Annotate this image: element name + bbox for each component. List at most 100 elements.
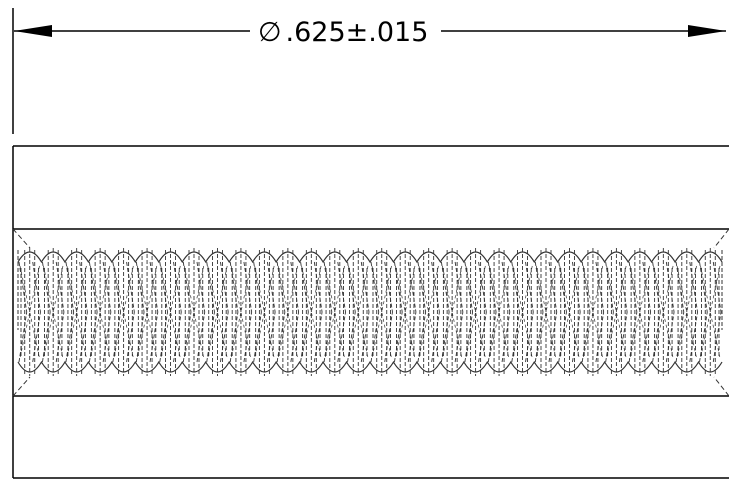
thread-flank-line [360, 261, 370, 313]
thread-diagonal [66, 265, 87, 359]
thread-flank-line [347, 261, 356, 313]
thread-flank-line [300, 261, 309, 313]
thread-flank-line [182, 261, 192, 313]
thread-flank-line [229, 261, 239, 313]
thread-flank-line [417, 311, 427, 363]
thread-flank-line [534, 261, 544, 313]
thread-diagonal [606, 265, 627, 359]
thread-flank-line [79, 261, 88, 313]
thread-flank-line [618, 311, 628, 363]
thread-diagonal [230, 265, 252, 359]
thread-flank-line [18, 311, 28, 363]
thread-flank-line [665, 311, 675, 363]
thread-diagonal [442, 265, 463, 359]
thread-flank-line [323, 261, 333, 313]
thread-flank-line [300, 311, 309, 363]
thread-flank-line [699, 311, 708, 363]
thread-flank-line [149, 261, 159, 313]
thread-diagonal [324, 265, 345, 359]
thread-flank-line [665, 261, 675, 313]
thread-diagonal [160, 265, 181, 359]
thread-flank-line [112, 261, 122, 313]
thread-flank-line [394, 261, 403, 313]
thread-flank-line [572, 261, 581, 313]
thread-flank-line [370, 261, 380, 313]
thread-diagonal [230, 265, 252, 359]
thread-diagonal [19, 265, 40, 359]
thread-flank-line [558, 261, 567, 313]
thread-diagonal [277, 265, 298, 359]
thread-flank-line [65, 261, 75, 313]
thread-flank-line [407, 311, 417, 363]
thread-flank-line [675, 311, 685, 363]
thread-flank-line [337, 261, 346, 313]
thread-diagonal [207, 265, 228, 359]
thread-flank-line [628, 311, 638, 363]
thread-hatching [17, 248, 723, 376]
thread-flank-line [253, 311, 262, 363]
dimension-value: .625±.015 [286, 17, 429, 48]
thread-crest-bottom [17, 360, 723, 373]
thread-diagonal [395, 265, 416, 359]
thread-flank-line [548, 261, 558, 313]
thread-flank-line [440, 311, 450, 363]
thread-flank-line [525, 261, 534, 313]
thread-diagonal [465, 265, 486, 359]
thread-flank-line [478, 261, 487, 313]
thread-diagonal [160, 265, 181, 359]
thread-diagonal [277, 265, 298, 359]
thread-diagonal [348, 265, 369, 359]
thread-flank-line [384, 311, 393, 363]
thread-diagonal [606, 265, 627, 359]
thread-flank-line [112, 311, 122, 363]
thread-flank-line [32, 261, 41, 313]
thread-diagonal [136, 265, 158, 359]
thread-flank-line [102, 261, 112, 313]
arrowhead-right [688, 25, 726, 37]
thread-flank-line [182, 311, 192, 363]
thread-diagonal [676, 265, 697, 359]
thread-flank-line [501, 261, 511, 313]
thread-flank-line [276, 261, 286, 313]
thread-flank-line [220, 311, 229, 363]
thread-flank-line [173, 311, 182, 363]
thread-flank-line [126, 261, 135, 313]
thread-flank-line [628, 261, 638, 313]
thread-diagonal [512, 265, 533, 359]
thread-diagonal [254, 265, 275, 359]
thread-flank-line [135, 311, 145, 363]
thread-flank-line [581, 311, 591, 363]
thread-diagonal [676, 265, 697, 359]
diameter-symbol: ∅ [258, 17, 282, 48]
thread-diagonal [700, 265, 721, 359]
thread-flank-line [689, 311, 698, 363]
thread-diagonal [136, 265, 158, 359]
thread-diagonal [488, 265, 510, 359]
thread-diagonal [465, 265, 486, 359]
thread-diagonal [43, 265, 64, 359]
thread-diagonal [535, 265, 557, 359]
thread-diagonal [442, 265, 463, 359]
thread-flank-line [313, 261, 323, 313]
thread-flank-line [173, 261, 182, 313]
thread-flank-line [689, 261, 698, 313]
thread-flank-line [558, 311, 567, 363]
thread-flank-line [88, 311, 98, 363]
thread-flank-line [102, 311, 112, 363]
thread-diagonal [582, 265, 604, 359]
thread-flank-line [501, 311, 511, 363]
thread-flank-line [431, 311, 440, 363]
thread-diagonal [371, 265, 392, 359]
thread-flank-line [347, 311, 356, 363]
thread-flank-line [548, 311, 558, 363]
thread-flank-line [487, 261, 497, 313]
thread-diagonal [90, 265, 111, 359]
thread-crest-top [17, 251, 723, 264]
thread-flank-line [290, 311, 300, 363]
thread-flank-line [313, 311, 323, 363]
thread-diagonal [90, 265, 111, 359]
svg-text:∅.625±.015: ∅.625±.015 [258, 17, 428, 48]
thread-flank-line [464, 311, 474, 363]
thread-diagonal [488, 265, 510, 359]
thread-flank-line [323, 311, 333, 363]
